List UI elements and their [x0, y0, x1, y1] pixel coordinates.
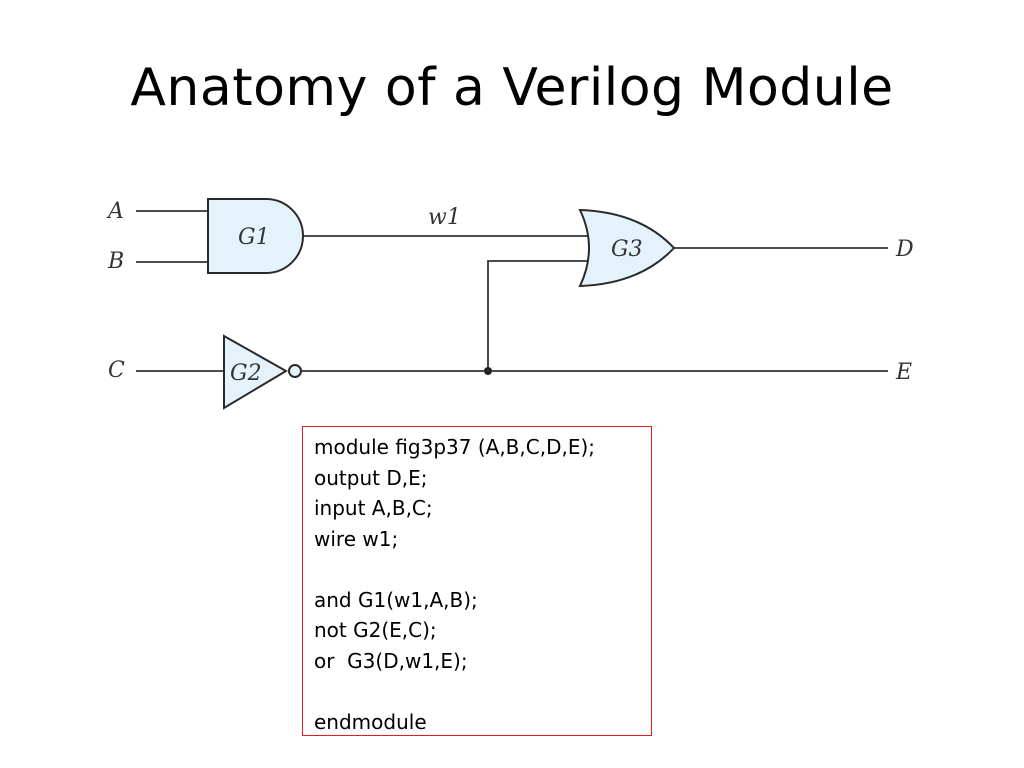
output-d-label: D — [895, 237, 914, 262]
code-line: input A,B,C; — [314, 496, 433, 520]
wire-w1-label: w1 — [428, 205, 461, 230]
code-line: and G1(w1,A,B); — [314, 587, 478, 612]
g2-inversion-bubble — [288, 364, 302, 378]
code-line: module fig3p37 (A,B,C,D,E); — [314, 435, 596, 459]
code-line: output D,E; — [314, 465, 428, 490]
code-line: wire w1; — [314, 526, 399, 551]
code-line: or G3(D,w1,E); — [314, 648, 468, 673]
output-e-label: E — [895, 360, 912, 385]
input-b-label: B — [107, 249, 124, 274]
g1-and-gate — [207, 198, 304, 274]
verilog-code-box: module fig3p37 (A,B,C,D,E); output D,E; … — [302, 426, 652, 736]
code-line: not G2(E,C); — [314, 618, 437, 642]
code-line: endmodule — [314, 709, 427, 734]
g3-label: G3 — [611, 237, 643, 262]
slide-title: Anatomy of a Verilog Module — [130, 58, 894, 118]
g2-label: G2 — [230, 361, 262, 386]
g1-label: G1 — [238, 225, 270, 250]
g3-or-gate — [578, 208, 676, 288]
g2-not-gate — [223, 334, 288, 410]
wires — [136, 210, 888, 375]
junction-dot — [484, 367, 492, 375]
code-line — [314, 554, 651, 585]
code-line — [314, 676, 651, 707]
input-c-label: C — [108, 358, 125, 383]
input-a-label: A — [106, 199, 124, 224]
wire-e-feedback — [487, 260, 592, 371]
